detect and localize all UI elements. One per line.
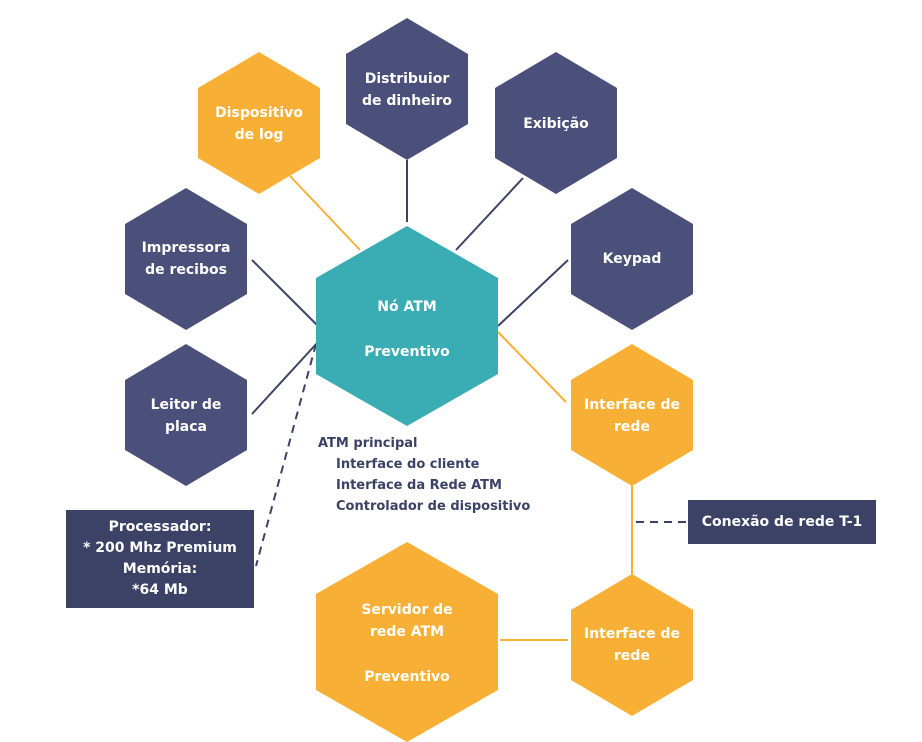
node-label: Servidor de bbox=[361, 602, 452, 618]
hexagon-shape bbox=[198, 52, 320, 194]
connector-iface1 bbox=[497, 331, 567, 403]
node-dispositivo-log: Dispositivo de log bbox=[198, 52, 320, 194]
connection-box: Conexão de rede T-1 bbox=[688, 500, 876, 544]
processor-line: Memória: bbox=[122, 561, 198, 577]
hexagon-shape bbox=[495, 52, 617, 194]
connector-impressora bbox=[251, 259, 319, 327]
node-label: Interface de bbox=[584, 626, 680, 642]
node-label: Interface de bbox=[584, 397, 680, 413]
processor-box: Processador: * 200 Mhz Premium Memória: … bbox=[66, 510, 254, 608]
hexagon-shape bbox=[571, 574, 693, 716]
node-interface-rede-1: Interface de rede bbox=[571, 344, 693, 486]
connection-label: Conexão de rede T-1 bbox=[701, 513, 863, 530]
node-interface-rede-2: Interface de rede bbox=[571, 574, 693, 716]
node-label: rede ATM bbox=[370, 624, 444, 640]
node-label: Keypad bbox=[603, 251, 662, 267]
connector-log bbox=[289, 175, 361, 251]
node-label: Preventivo bbox=[364, 669, 450, 685]
node-label: Distribuior bbox=[365, 71, 450, 87]
hexagon-shape bbox=[571, 344, 693, 486]
atm-notes-item: Interface da Rede ATM bbox=[336, 478, 502, 493]
hexagon-shape bbox=[316, 226, 498, 426]
node-label: placa bbox=[165, 419, 207, 435]
atm-notes-item: Controlador de dispositivo bbox=[336, 499, 531, 514]
node-impressora: Impressora de recibos bbox=[125, 188, 247, 330]
processor-line: Processador: bbox=[108, 519, 212, 535]
node-label: rede bbox=[614, 648, 650, 664]
node-label: Exibição bbox=[523, 116, 589, 132]
connector-exib bbox=[455, 177, 524, 251]
node-no-atm: Nó ATM Preventivo bbox=[316, 226, 498, 426]
atm-principal-notes: ATM principal Interface do cliente Inter… bbox=[318, 433, 530, 517]
hexagon-shape bbox=[125, 188, 247, 330]
processor-line: *64 Mb bbox=[132, 582, 188, 598]
node-leitor: Leitor de placa bbox=[125, 344, 247, 486]
connector-keypad bbox=[497, 259, 569, 327]
hexagon-shape bbox=[316, 542, 498, 742]
hexagon-shape bbox=[571, 188, 693, 330]
node-servidor: Servidor de rede ATM Preventivo bbox=[316, 542, 498, 742]
node-distribuidor: Distribuior de dinheiro bbox=[346, 18, 468, 160]
node-keypad: Keypad bbox=[571, 188, 693, 330]
node-label: Nó ATM bbox=[377, 299, 436, 315]
connector-processor-dashed bbox=[255, 343, 317, 567]
atm-notes-title: ATM principal bbox=[318, 436, 418, 451]
node-label: Leitor de bbox=[151, 397, 222, 413]
processor-line: * 200 Mhz Premium bbox=[83, 540, 237, 556]
node-label: Preventivo bbox=[364, 344, 450, 360]
node-label: rede bbox=[614, 419, 650, 435]
node-label: de dinheiro bbox=[362, 93, 452, 109]
atm-notes-item: Interface do cliente bbox=[336, 457, 480, 472]
hexagon-shape bbox=[346, 18, 468, 160]
node-exibicao: Exibição bbox=[495, 52, 617, 194]
node-label: Impressora bbox=[142, 240, 231, 256]
node-label: de recibos bbox=[145, 262, 227, 278]
node-label: de log bbox=[235, 127, 284, 143]
node-label: Dispositivo bbox=[215, 105, 303, 121]
hexagon-shape bbox=[125, 344, 247, 486]
connector-leitor bbox=[251, 341, 319, 415]
connectors bbox=[251, 160, 688, 641]
